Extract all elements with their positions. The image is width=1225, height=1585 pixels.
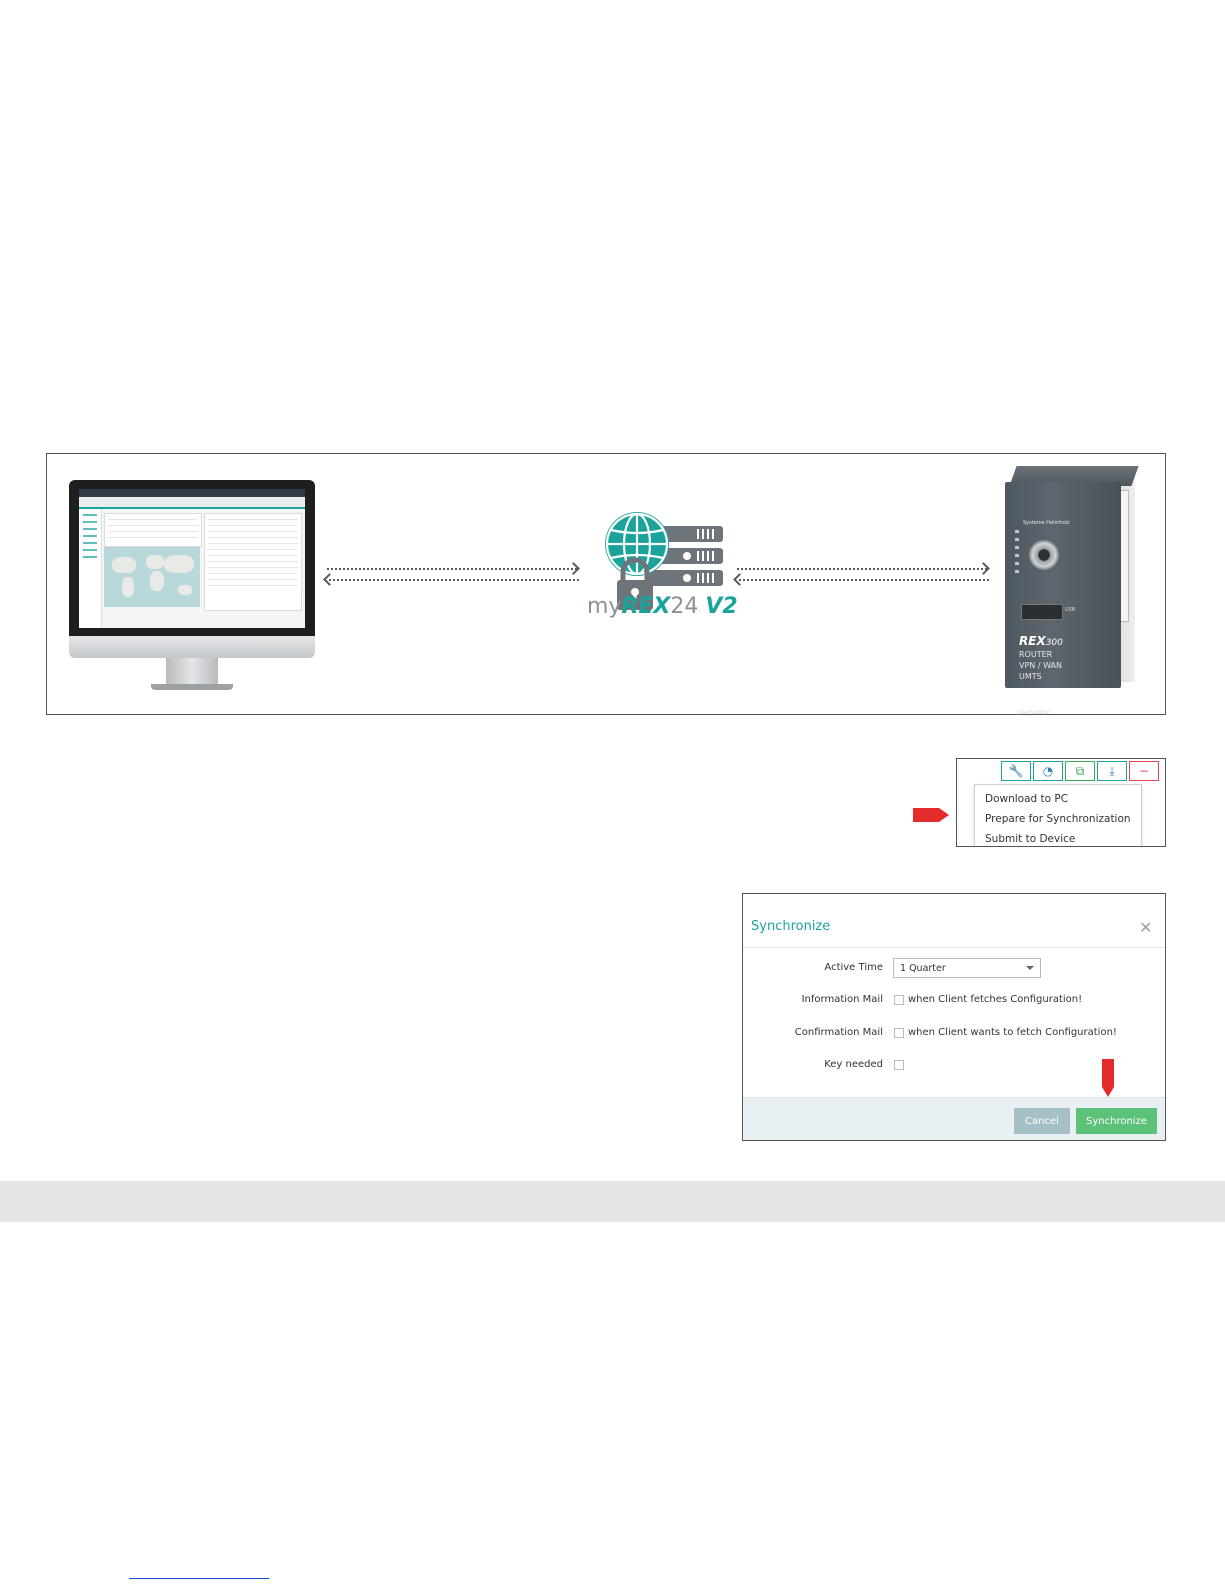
world-map	[104, 547, 200, 607]
monitor-icon	[69, 480, 315, 692]
router-front: Systeme Helmholz USB REX300 ROUTER VPN /…	[1013, 504, 1076, 715]
overview-diagram: myREX24 V2 Systeme Helmholz USB REX300	[46, 453, 1166, 715]
monitor-bezel	[69, 480, 315, 636]
key-needed-label: Key needed	[824, 1059, 883, 1070]
router-device-icon: Systeme Helmholz USB REX300 ROUTER VPN /…	[1005, 466, 1139, 715]
arrow-head-left-icon	[323, 573, 336, 586]
active-time-value: 1 Quarter	[900, 963, 946, 974]
server-lock-icon	[605, 512, 723, 610]
dialog-divider	[743, 947, 1165, 948]
information-mail-checkbox[interactable]	[894, 995, 904, 1005]
router-type-line: ROUTER	[1019, 650, 1053, 659]
usb-port	[1021, 604, 1063, 620]
monitor-chin	[69, 636, 315, 658]
dialog-footer: Cancel Synchronize	[743, 1097, 1165, 1140]
arrow-head-right-icon	[567, 562, 580, 575]
antenna-connector	[1029, 540, 1059, 570]
dropdown-menu: Download to PC Prepare for Synchronizati…	[974, 784, 1142, 846]
router-body: Systeme Helmholz USB REX300 ROUTER VPN /…	[1005, 482, 1121, 715]
red-pointer-arrow-icon	[913, 808, 949, 822]
close-icon[interactable]: ✕	[1139, 918, 1153, 937]
arrow-head-left-icon	[733, 573, 746, 586]
menu-item-submit-to-device[interactable]: Submit to Device	[985, 833, 1076, 845]
router-type-line: VPN / WAN	[1019, 661, 1062, 670]
router-led	[1015, 530, 1019, 533]
monitor-screen	[79, 489, 305, 628]
confirmation-mail-label: Confirmation Mail	[794, 1027, 883, 1038]
myrex24-v2-logo: myREX24 V2	[587, 594, 738, 619]
router-maker: Systeme Helmholz	[1023, 520, 1070, 526]
router-type-line: UMTS	[1019, 672, 1042, 681]
arrow-to-server	[327, 568, 577, 570]
key-needed-checkbox[interactable]	[894, 1060, 904, 1070]
arrow-head-right-icon	[977, 562, 990, 575]
config-actions-menu: 🔧 ◔ ⧉ ⤓ − Download to PC Prepare for Syn…	[956, 758, 1166, 847]
copy-icon[interactable]: ⧉	[1065, 761, 1095, 781]
synchronize-dialog: Synchronize ✕ Active Time 1 Quarter Info…	[742, 893, 1166, 1141]
usb-label: USB	[1065, 607, 1076, 613]
confirmation-mail-text: when Client wants to fetch Configuration…	[908, 1027, 1117, 1038]
cancel-button[interactable]: Cancel	[1014, 1108, 1070, 1134]
browser-bar	[79, 489, 305, 497]
router-part-number: 700-875-UMT02	[1017, 710, 1050, 715]
router-led	[1015, 570, 1019, 573]
arrow-to-router	[737, 568, 987, 570]
menu-item-download-to-pc[interactable]: Download to PC	[985, 793, 1069, 805]
synchronize-button[interactable]: Synchronize	[1076, 1108, 1157, 1134]
dialog-title: Synchronize	[751, 919, 831, 934]
router-led	[1015, 554, 1019, 557]
arrow-to-pc	[329, 579, 579, 581]
download-icon[interactable]: ⤓	[1097, 761, 1127, 781]
information-mail-label: Information Mail	[801, 994, 883, 1005]
brand-24: 24	[670, 594, 699, 619]
active-time-select[interactable]: 1 Quarter	[893, 958, 1041, 978]
brand-rex: REX	[621, 594, 671, 619]
footer-link-underline[interactable]	[129, 1578, 269, 1579]
red-pointer-arrow-icon	[1102, 1059, 1114, 1097]
chevron-down-icon	[1026, 966, 1034, 970]
router-led	[1015, 538, 1019, 541]
minus-icon[interactable]: −	[1129, 761, 1159, 781]
app-sidebar	[79, 509, 102, 628]
wrench-icon[interactable]: 🔧	[1001, 761, 1031, 781]
menu-item-prepare-synchronization[interactable]: Prepare for Synchronization	[985, 813, 1131, 825]
router-led	[1015, 546, 1019, 549]
router-led	[1015, 562, 1019, 565]
router-model: REX300	[1019, 634, 1063, 648]
footer-band	[0, 1181, 1225, 1222]
brand-v2: V2	[705, 594, 738, 619]
monitor-foot	[151, 684, 233, 690]
confirmation-mail-checkbox[interactable]	[894, 1028, 904, 1038]
active-time-label: Active Time	[824, 962, 883, 973]
information-mail-text: when Client fetches Configuration!	[908, 994, 1083, 1005]
device-panel	[104, 513, 202, 547]
app-header	[79, 497, 305, 509]
brand-my: my	[587, 594, 622, 619]
details-panel	[204, 513, 302, 611]
arrow-to-server-from-router	[739, 579, 989, 581]
dashboard-icon[interactable]: ◔	[1033, 761, 1063, 781]
monitor-stand	[166, 658, 218, 684]
